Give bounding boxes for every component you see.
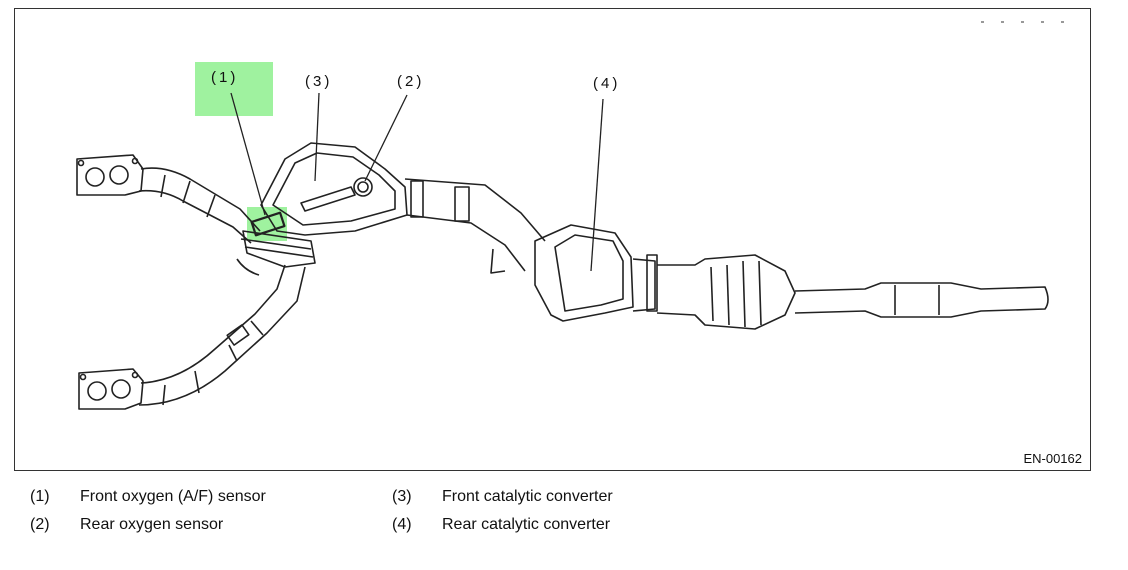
legend-text: Front oxygen (A/F) sensor bbox=[80, 488, 266, 505]
lower-header-pipe bbox=[138, 264, 306, 406]
legend-num: (1) bbox=[30, 488, 50, 505]
legend-num: (2) bbox=[30, 516, 50, 533]
callout-1-highlight bbox=[195, 62, 273, 116]
upper-header-pipe bbox=[138, 167, 261, 244]
exhaust-system-drawing bbox=[76, 21, 1064, 410]
leader-line-4 bbox=[590, 98, 604, 272]
y-junction bbox=[236, 230, 316, 276]
legend-text: Front catalytic converter bbox=[442, 488, 613, 505]
callout-4: (4) bbox=[593, 75, 621, 92]
leader-line-3 bbox=[314, 92, 320, 182]
leader-line-1 bbox=[230, 92, 266, 216]
legend-text: Rear catalytic converter bbox=[442, 516, 611, 533]
callout-2: (2) bbox=[397, 73, 425, 90]
upper-manifold-flange bbox=[76, 154, 144, 196]
muffler bbox=[646, 254, 796, 330]
tail-pipe bbox=[794, 282, 1049, 318]
callout-1: (1) bbox=[211, 69, 239, 86]
rear-catalytic-converter-shape bbox=[534, 224, 656, 322]
center-pipe bbox=[404, 178, 546, 274]
leader-line-2 bbox=[364, 94, 408, 182]
legend-num: (3) bbox=[392, 488, 412, 505]
figure-id: EN-00162 bbox=[1023, 451, 1082, 466]
callout-3: (3) bbox=[305, 73, 333, 90]
legend-text: Rear oxygen sensor bbox=[80, 516, 224, 533]
front-oxygen-sensor-body bbox=[250, 211, 286, 237]
front-catalytic-converter-shape bbox=[260, 142, 408, 236]
lower-manifold-flange bbox=[78, 368, 144, 410]
diagram-frame: (1) (3) (2) (4) EN-00162 bbox=[14, 8, 1091, 471]
legend-num: (4) bbox=[392, 516, 412, 533]
